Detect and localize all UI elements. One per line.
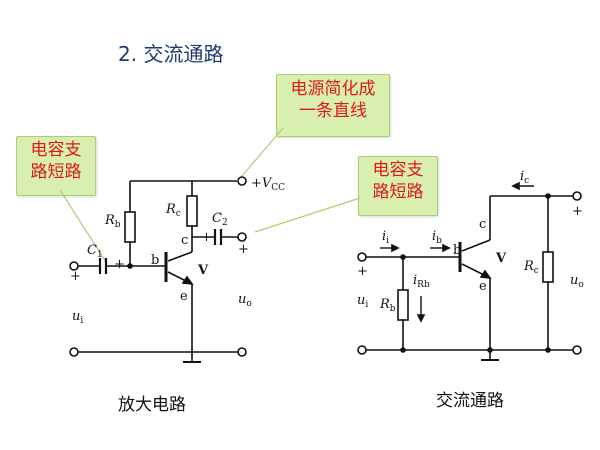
callout-pointer	[241, 127, 284, 177]
callout-line-1: 电容支	[372, 160, 424, 180]
callout-capacitor-short-left: 电容支 路短路	[16, 136, 96, 196]
callout-line-1: 电容支	[30, 140, 82, 160]
emitter-arrow	[181, 275, 194, 285]
resistor-rc	[186, 195, 198, 227]
amplifier-circuit	[59, 127, 361, 363]
c1-label: C1	[87, 243, 103, 260]
vcc-terminal	[237, 176, 247, 186]
transistor-collector	[461, 239, 491, 252]
resistor-rc	[542, 251, 554, 283]
caption-ac-path: 交流通路	[436, 391, 504, 411]
ui-label: ui	[357, 293, 368, 310]
irb-arrowhead	[416, 314, 426, 323]
rb-label: Rb	[104, 213, 121, 230]
input-plus: +	[70, 269, 81, 284]
input-terminal	[357, 252, 367, 262]
collector-label: c	[181, 233, 188, 248]
output-ground-terminal	[572, 345, 582, 355]
uo-label: uo	[570, 273, 584, 290]
output-ground-terminal	[237, 347, 247, 357]
emitter-label: e	[180, 289, 188, 304]
output-plus: +	[572, 204, 583, 219]
input-plus: +	[357, 264, 368, 279]
callout-line-1: 电源简化成	[290, 79, 376, 99]
ib-arrowhead	[442, 243, 451, 253]
rc2-label: Rc	[523, 259, 539, 276]
base-label: b	[151, 253, 159, 268]
ii-arrowhead	[391, 243, 400, 253]
c2-plus: +	[201, 230, 212, 245]
callout-pointer	[59, 189, 107, 263]
callout-line-2: 路短路	[30, 162, 82, 182]
rb2-label: Rb	[379, 297, 396, 314]
output-terminal	[237, 232, 247, 242]
rc-label: Rc	[165, 202, 181, 219]
ui-label: ui	[72, 309, 83, 326]
emitter-arrow	[479, 269, 492, 279]
c1-plus: +	[114, 257, 125, 272]
output-plus: +	[238, 242, 249, 257]
page-title: 2. 交流通路	[118, 42, 224, 66]
input-ground-terminal	[357, 345, 367, 355]
output-terminal	[572, 191, 582, 201]
input-ground-terminal	[69, 347, 79, 357]
collector-label: c	[479, 217, 486, 232]
junction-dot	[127, 263, 133, 269]
resistor-rb	[397, 289, 409, 321]
ii-label: ii	[382, 229, 389, 246]
callout-power-simplified: 电源简化成 一条直线	[276, 74, 390, 137]
transistor-label: V	[197, 263, 209, 278]
uo-label: uo	[238, 292, 252, 309]
vcc-label: +VCC	[251, 176, 285, 193]
c2-label: C2	[212, 211, 228, 228]
ic-arrowhead	[511, 181, 520, 191]
ib-label: ib	[432, 229, 442, 246]
callout-line-2: 一条直线	[299, 101, 367, 121]
ac-path-circuit	[357, 181, 582, 361]
transistor-collector	[167, 251, 193, 262]
callout-capacitor-short-right: 电容支 路短路	[358, 156, 438, 216]
irb-label: iRb	[413, 273, 430, 290]
emitter-label: e	[479, 279, 487, 294]
resistor-rb	[124, 211, 136, 243]
callout-line-2: 路短路	[372, 182, 424, 202]
transistor-label: V	[495, 251, 507, 266]
ic-label: ic	[520, 169, 529, 186]
callout-pointer	[254, 197, 361, 233]
caption-amplifier: 放大电路	[118, 395, 186, 415]
base-label: b	[453, 243, 461, 258]
